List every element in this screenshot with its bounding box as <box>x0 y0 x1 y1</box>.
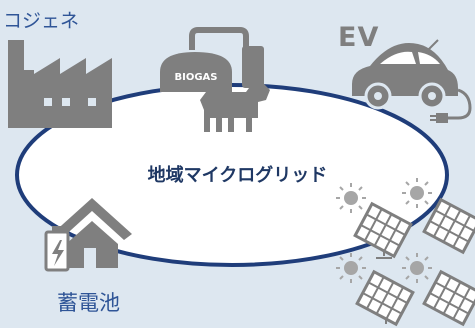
battery-icon <box>44 226 70 272</box>
microgrid-title: 地域マイクログリッド <box>147 165 328 186</box>
biogas-plant-icon: BIOGAS <box>160 27 264 92</box>
cow-icon <box>200 84 270 132</box>
electric-car-icon <box>352 39 472 123</box>
cogeneration-label: コジェネ <box>3 10 80 32</box>
biogas-label: BIOGAS <box>175 72 218 83</box>
sun-icon <box>336 178 432 283</box>
ev-label: EV <box>338 22 380 53</box>
factory-icon <box>8 40 112 128</box>
solar-panel-icon <box>353 197 475 327</box>
storage-battery-label: 蓄電池 <box>57 291 120 315</box>
